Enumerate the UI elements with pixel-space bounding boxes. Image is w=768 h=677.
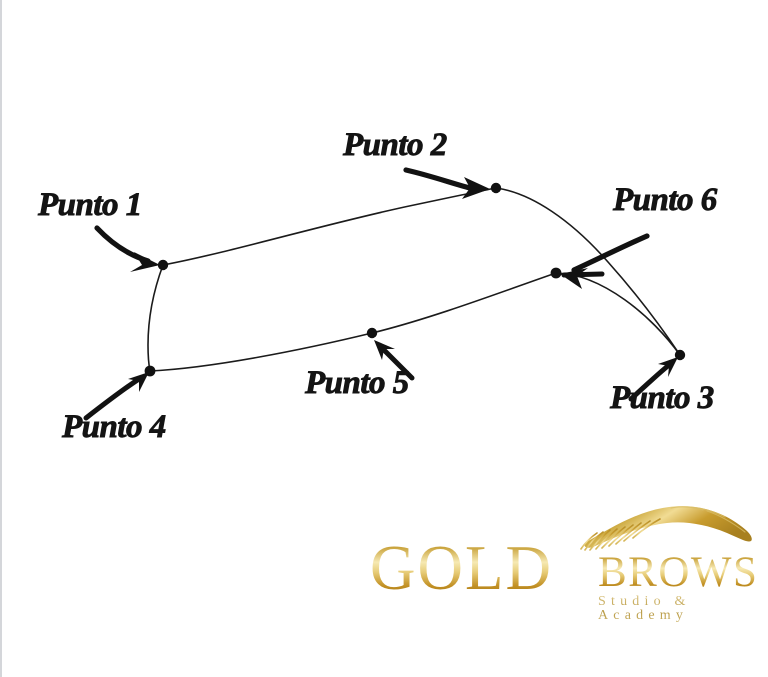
logo-wordmark: GOLD BROWS Studio & Academy xyxy=(370,533,760,623)
arrow-to-punto-3 xyxy=(628,357,678,402)
label-punto-5: Punto 5 xyxy=(305,365,410,401)
logo-gold-text: GOLD xyxy=(370,533,553,603)
arrow-to-punto-1 xyxy=(94,225,160,272)
eyebrow-icon xyxy=(580,506,752,551)
brow-lower-edge xyxy=(149,272,681,372)
label-punto-1: Punto 1 xyxy=(38,187,143,223)
arrow-to-punto-5 xyxy=(374,340,415,381)
label-punto-2: Punto 2 xyxy=(343,127,448,163)
point-dot-punto-6 xyxy=(550,267,562,279)
arrow-to-punto-6 xyxy=(560,233,650,289)
point-dot-punto-5 xyxy=(366,327,378,339)
brow-left-edge xyxy=(147,264,164,372)
arrow-to-punto-2 xyxy=(403,167,490,199)
logo-brows-text: BROWS xyxy=(598,549,759,596)
label-punto-4: Punto 4 xyxy=(62,409,167,445)
arrow-to-punto-4 xyxy=(83,372,149,421)
label-punto-6: Punto 6 xyxy=(613,182,718,218)
point-dot-punto-1 xyxy=(157,259,169,271)
brow-upper-edge xyxy=(162,187,681,356)
gold-brows-logo: GOLD BROWS Studio & Academy xyxy=(370,495,760,625)
point-dot-punto-2 xyxy=(490,182,502,194)
logo-tagline: Studio & Academy xyxy=(598,595,760,623)
label-punto-3: Punto 3 xyxy=(610,380,715,416)
